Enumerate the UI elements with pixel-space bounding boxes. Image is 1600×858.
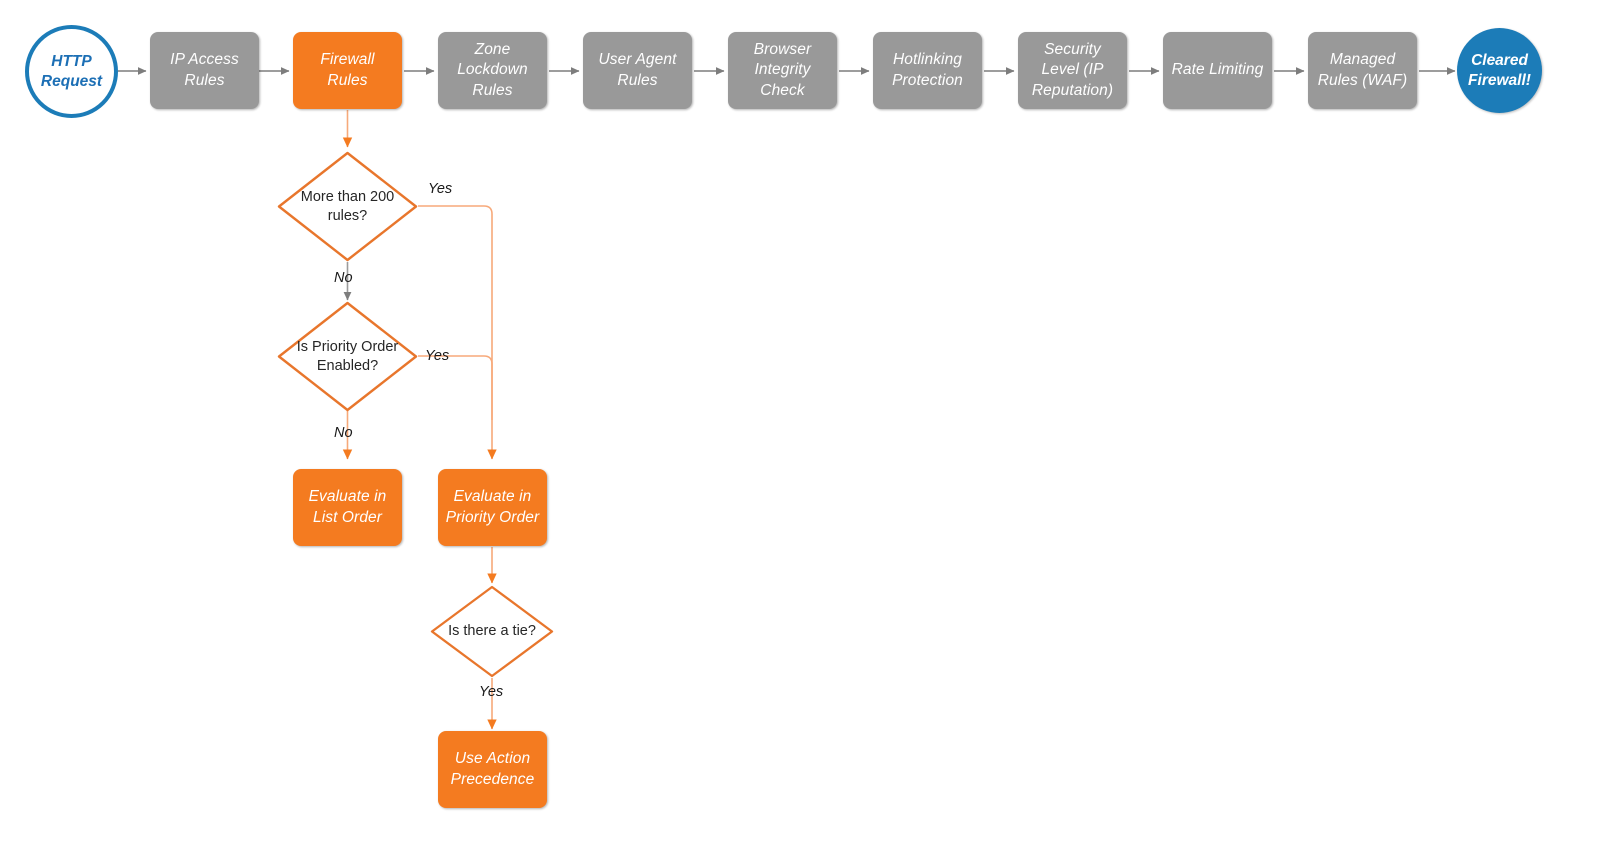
node-cleared-firewall[interactable]: Cleared Firewall! [1457,28,1542,113]
node-label: Use Action Precedence [450,750,535,788]
edge-label-d1-no: No [334,270,353,286]
node-ip-access-rules[interactable]: IP Access Rules [150,32,259,109]
decision-is-there-a-tie[interactable]: Is there a tie? [430,585,554,678]
node-user-agent-rules[interactable]: User Agent Rules [583,32,692,109]
node-label: IP Access Rules [170,51,239,89]
edge-label-d2-yes: Yes [425,348,450,364]
diamond-shape [430,585,554,678]
node-label: Evaluate in Priority Order [445,488,540,526]
node-security-level[interactable]: Security Level (IP Reputation) [1018,32,1127,109]
diamond-shape [277,301,418,412]
node-use-action-precedence[interactable]: Use Action Precedence [438,731,547,808]
edge-label-d3-yes: Yes [479,684,504,700]
node-evaluate-in-priority-order[interactable]: Evaluate in Priority Order [438,469,547,546]
node-label: Evaluate in List Order [308,488,387,526]
decision-label: More than 200 rules? [300,188,395,224]
node-label: Zone Lockdown Rules [457,41,528,99]
decision-is-priority-order-enabled[interactable]: Is Priority Order Enabled? [277,301,418,412]
node-zone-lockdown-rules[interactable]: Zone Lockdown Rules [438,32,547,109]
edge-label-d1-yes: Yes [428,181,453,197]
node-rate-limiting[interactable]: Rate Limiting [1163,32,1272,109]
node-label: Rate Limiting [1171,61,1264,79]
node-label: Cleared Firewall! [1468,52,1531,89]
diamond-shape [277,151,418,262]
decision-label: Is there a tie? [448,623,536,640]
node-label: Managed Rules (WAF) [1317,51,1408,89]
node-hotlinking-protection[interactable]: Hotlinking Protection [873,32,982,109]
node-label: Browser Integrity Check [753,41,812,99]
node-label: Security Level (IP Reputation) [1031,41,1114,99]
node-label: Hotlinking Protection [892,51,963,89]
node-evaluate-in-list-order[interactable]: Evaluate in List Order [293,469,402,546]
edge-label-d2-no: No [334,425,353,441]
node-managed-rules-waf[interactable]: Managed Rules (WAF) [1308,32,1417,109]
node-firewall-rules[interactable]: Firewall Rules [293,32,402,109]
node-label: Firewall Rules [320,51,375,89]
node-label: User Agent Rules [598,51,677,89]
decision-more-than-200-rules[interactable]: More than 200 rules? [277,151,418,262]
node-http-request[interactable]: HTTP Request [25,25,118,118]
node-label: HTTP Request [40,53,103,90]
decision-label: Is Priority Order Enabled? [296,338,399,374]
node-browser-integrity-check[interactable]: Browser Integrity Check [728,32,837,109]
